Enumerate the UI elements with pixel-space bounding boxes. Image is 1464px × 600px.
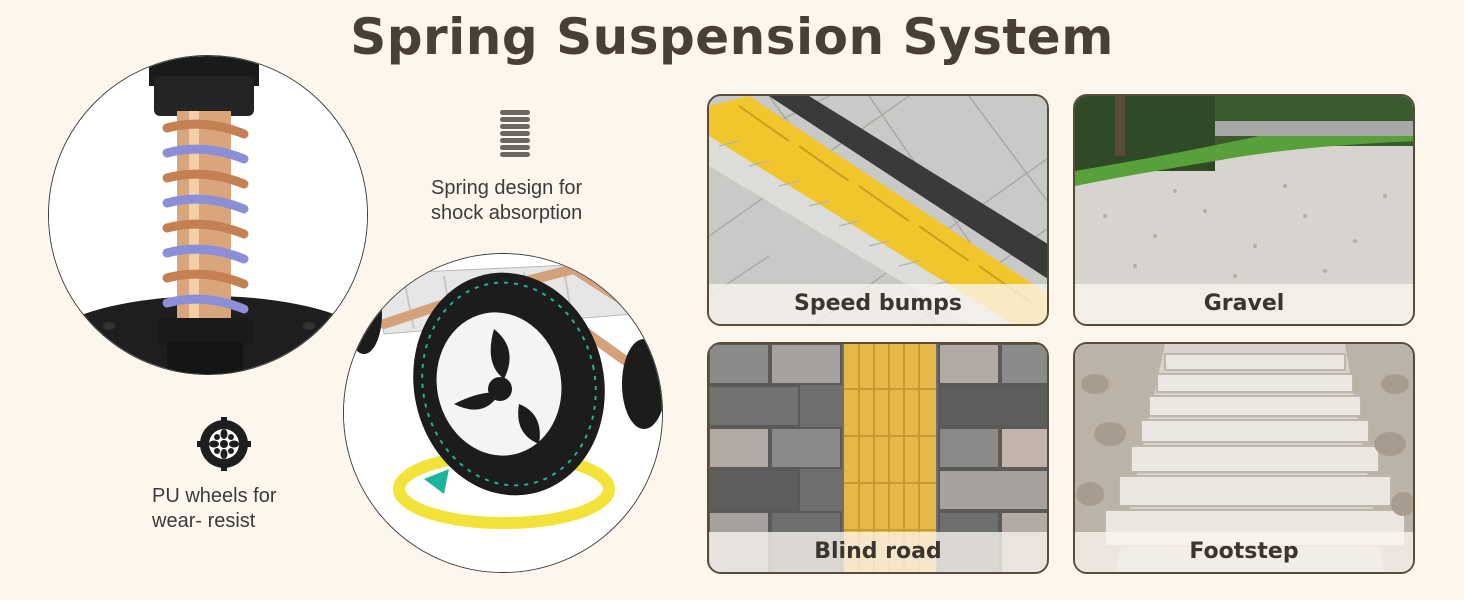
terrain-tile-footstep: Footstep <box>1073 342 1415 574</box>
wheel-caption-line1: PU wheels for <box>152 485 277 507</box>
spring-closeup-image <box>48 55 368 375</box>
wheel-caption-line2: wear- resist <box>152 510 256 532</box>
terrain-label-speed-bumps: Speed bumps <box>709 284 1047 324</box>
terrain-tile-gravel: Gravel <box>1073 94 1415 326</box>
spring-caption-line2: shock absorption <box>431 202 583 224</box>
page-title: Spring Suspension System <box>350 8 1114 66</box>
terrain-tile-speed-bumps: Speed bumps <box>707 94 1049 326</box>
wheel-closeup-image <box>343 253 663 573</box>
spring-caption-line1: Spring design for <box>431 177 583 199</box>
wheel-caption: PU wheels for wear- resist <box>152 484 277 534</box>
terrain-label-footstep: Footstep <box>1075 532 1413 572</box>
spring-caption: Spring design for shock absorption <box>431 176 582 226</box>
terrain-label-blind-road: Blind road <box>709 532 1047 572</box>
wheel-icon <box>197 417 251 471</box>
terrain-tile-blind-road: Blind road <box>707 342 1049 574</box>
spring-icon <box>498 108 532 164</box>
terrain-label-gravel: Gravel <box>1075 284 1413 324</box>
